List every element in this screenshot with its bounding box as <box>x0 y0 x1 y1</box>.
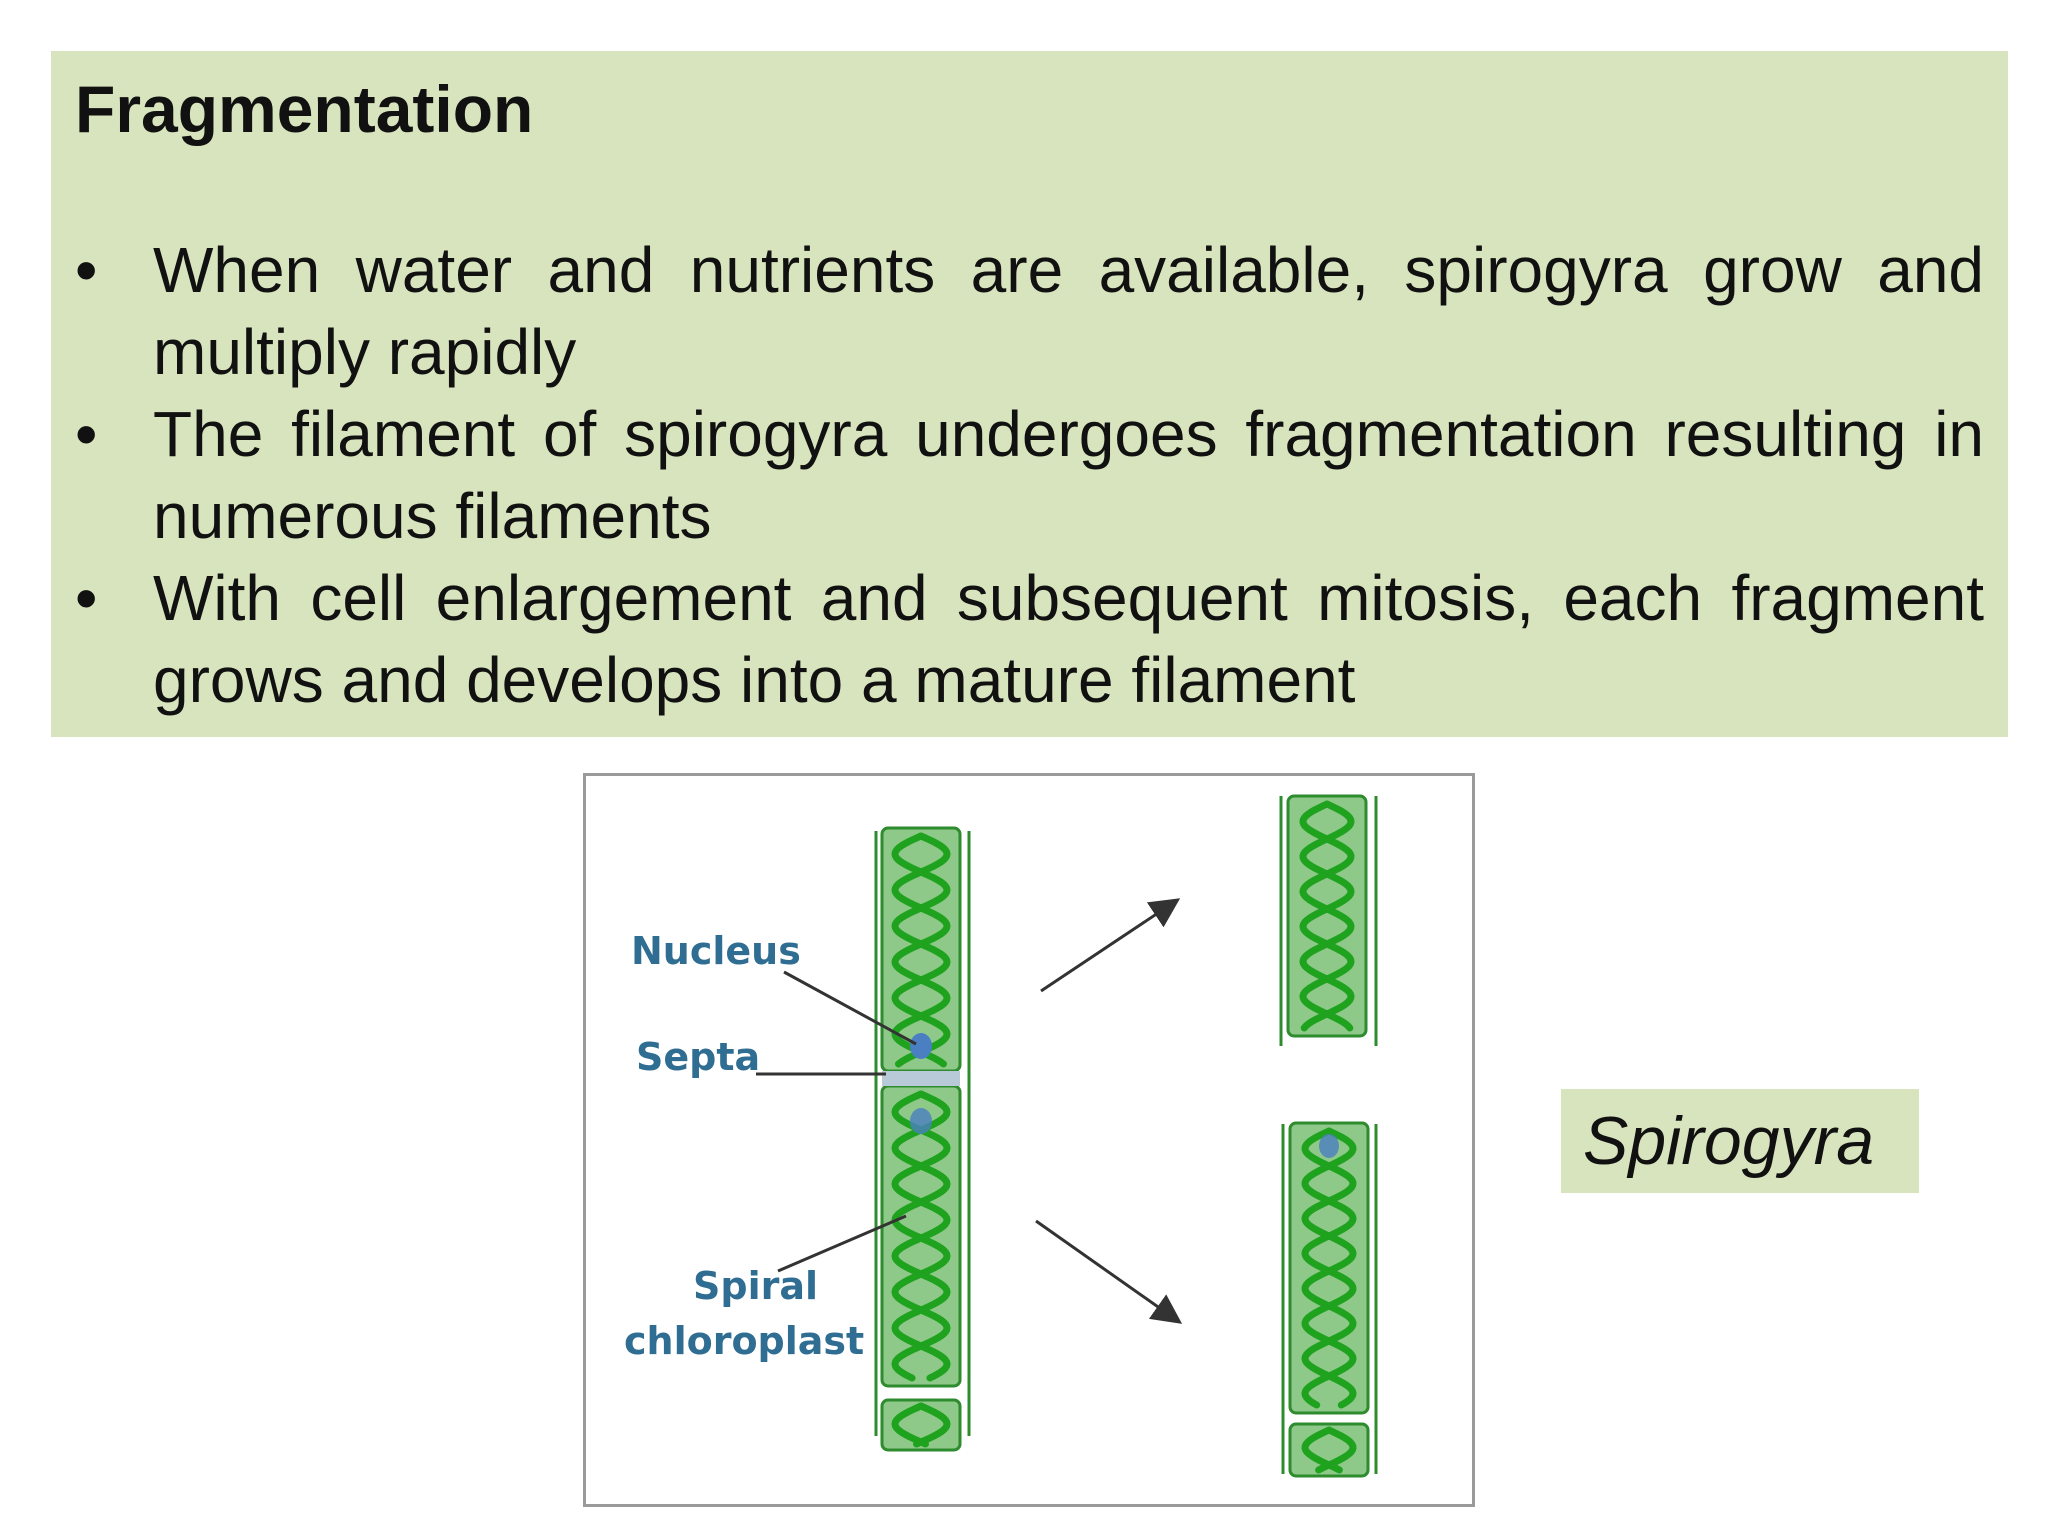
chloroplast-strand <box>891 832 951 1068</box>
label-nucleus: Nucleus <box>631 929 801 973</box>
nucleus-marker <box>910 1033 932 1059</box>
chloroplast-strand <box>913 1402 951 1448</box>
chloroplast-strand <box>891 1090 951 1382</box>
spiral-chloroplast <box>891 1402 951 1448</box>
fragment-filament <box>1281 1121 1378 1478</box>
slide-title: Fragmentation <box>75 72 534 146</box>
arrow-up-icon <box>1040 898 1181 993</box>
leader-line <box>783 970 917 1046</box>
nucleus-marker <box>910 1108 932 1134</box>
spiral-chloroplast <box>891 1090 951 1382</box>
diagram-canvas: Nucleus Septa Spiral chloroplast <box>624 794 1378 1478</box>
bullet-item: • With cell enlargement and subsequent m… <box>75 557 1984 721</box>
bullet-icon: • <box>75 562 98 634</box>
chloroplast-strand <box>891 1090 951 1382</box>
label-septa: Septa <box>636 1035 760 1079</box>
spirogyra-diagram: Nucleus Septa Spiral chloroplast <box>583 773 1475 1507</box>
bullet-icon: • <box>75 398 98 470</box>
chloroplast-strand <box>1301 1426 1343 1474</box>
text-panel: Fragmentation • When water and nutrients… <box>51 51 2008 737</box>
filament-cell <box>1286 794 1368 1038</box>
label-chloroplast: chloroplast <box>624 1319 864 1363</box>
bullet-item: • When water and nutrients are available… <box>75 229 1984 393</box>
bullet-icon: • <box>75 234 98 306</box>
bullet-list: • When water and nutrients are available… <box>75 229 1984 721</box>
original-filament <box>874 826 971 1452</box>
fragment-filament <box>1279 794 1378 1046</box>
chloroplast-strand <box>1301 1127 1357 1409</box>
spiral-chloroplast <box>1301 1426 1357 1474</box>
chloroplast-strand <box>1301 1127 1357 1409</box>
chloroplast-strand <box>891 832 951 1068</box>
caption-label: Spirogyra <box>1561 1089 1919 1193</box>
bullet-text: With cell enlargement and subsequent mit… <box>153 562 1984 716</box>
chloroplast-strand <box>891 1402 929 1448</box>
bullet-item: • The filament of spirogyra undergoes fr… <box>75 393 1984 557</box>
chloroplast-strand <box>1299 800 1355 1032</box>
nucleus-marker <box>1319 1134 1339 1158</box>
spiral-chloroplast <box>1299 800 1355 1032</box>
bullet-text: The filament of spirogyra undergoes frag… <box>153 398 1984 552</box>
bullet-text: When water and nutrients are available, … <box>153 234 1984 388</box>
label-spiral: Spiral <box>693 1264 818 1308</box>
septa-marker <box>882 1071 960 1086</box>
spiral-chloroplast <box>1301 1127 1357 1409</box>
spiral-chloroplast <box>891 832 951 1068</box>
leader-line <box>777 1214 907 1273</box>
chloroplast-strand <box>1299 800 1355 1032</box>
arrow-down-icon <box>1035 1219 1183 1324</box>
